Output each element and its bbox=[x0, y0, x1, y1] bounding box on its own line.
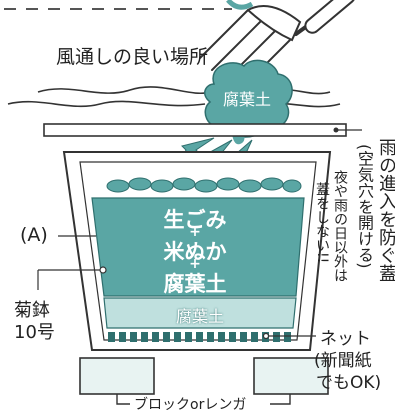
pot-contents-line1: 生ごみ bbox=[163, 208, 227, 232]
net-label-line1: ネット bbox=[320, 329, 371, 349]
pot-contents-line3: 腐葉土 bbox=[163, 272, 227, 296]
pot-label-line1: 菊鉢 bbox=[14, 300, 50, 321]
marker-a-label: (A) bbox=[20, 224, 48, 246]
pot-contents-plus1: + bbox=[189, 224, 201, 240]
left-block bbox=[79, 357, 155, 395]
bottom-leaf-mold-layer bbox=[103, 297, 297, 329]
lid-air-hole bbox=[333, 127, 339, 133]
mixture-layer bbox=[91, 197, 305, 297]
lid-note-line1: 雨の進入を防ぐ蓋 bbox=[376, 138, 395, 282]
wind-line-1 bbox=[37, 86, 211, 94]
block-bracket bbox=[116, 394, 291, 405]
location-label: 風通しの良い場所 bbox=[56, 46, 209, 68]
lid-note-line4: 蓋をしない!! bbox=[314, 182, 330, 264]
wind-line-2 bbox=[7, 100, 206, 108]
top-arc-fragment bbox=[226, 0, 254, 10]
lid bbox=[43, 123, 347, 137]
block-label: ブロックorレンガ bbox=[134, 397, 247, 413]
pot-contents-line2: 米ぬか bbox=[163, 240, 227, 264]
net-label-line2: (新聞紙 bbox=[314, 351, 372, 371]
net-leader-dot bbox=[262, 332, 270, 340]
pot-label-dot bbox=[99, 266, 107, 274]
garden-fork-icon bbox=[199, 0, 356, 95]
bottom-layer-label: 腐葉土 bbox=[175, 307, 224, 326]
net-label-line3: でもOK) bbox=[316, 373, 382, 393]
leaf-mold-clump bbox=[204, 59, 293, 138]
lid-note-line2: (空気穴を開ける) bbox=[355, 144, 374, 269]
pot-label-line2: 10号 bbox=[14, 322, 55, 343]
lid-note-line3: 夜や雨の日以外は bbox=[332, 170, 348, 282]
leaf-mold-label: 腐葉土 bbox=[222, 90, 271, 109]
surface-layer bbox=[106, 177, 302, 193]
right-block bbox=[253, 357, 329, 395]
pot-contents-plus2: + bbox=[189, 256, 201, 272]
